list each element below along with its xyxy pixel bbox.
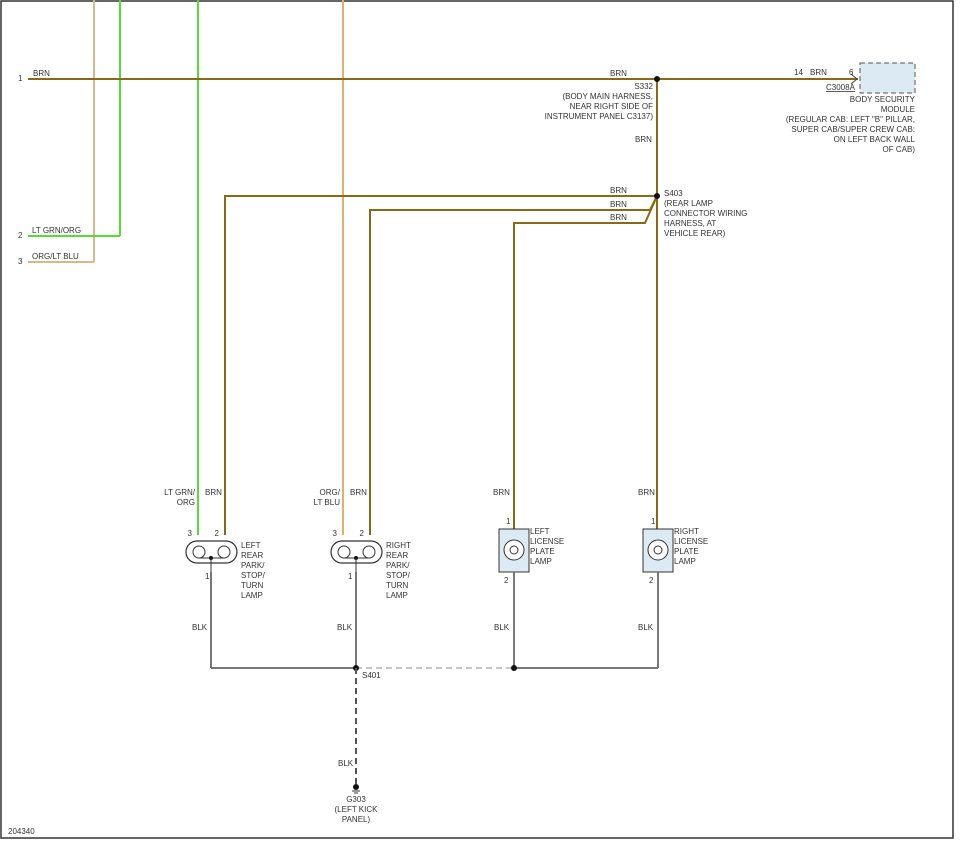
s403-id: S403 [664, 189, 683, 198]
right-rear-lamp-wire-right: BRN [350, 488, 367, 497]
right-rear-lamp: ORG/ LT BLU BRN 3 2 1 RIGHT REAR PARK/ S… [314, 488, 411, 632]
left-license-lamp-gnd-wire: BLK [494, 623, 510, 632]
left-license-lamp-name-1: LEFT [530, 527, 550, 536]
left-rear-lamp-pin-gnd: 1 [205, 572, 210, 581]
diagram-border [0, 0, 954, 839]
s332-wire-in-label: BRN [610, 69, 627, 78]
right-license-lamp-name-4: LAMP [674, 557, 696, 566]
right-license-lamp-name-2: LICENSE [674, 537, 708, 546]
right-license-lamp-wire: BRN [638, 488, 655, 497]
s403-wire-label-3: BRN [610, 213, 627, 222]
bsm-pin-left: 14 [794, 68, 803, 77]
figure-id: 204340 [8, 827, 35, 836]
right-rear-lamp-wire-left-1: ORG/ [320, 488, 341, 497]
left-rear-lamp-gnd-wire: BLK [192, 623, 208, 632]
right-rear-lamp-name-1: RIGHT [386, 541, 411, 550]
ground-point [353, 784, 359, 790]
s332-location-line-2: NEAR RIGHT SIDE OF [570, 102, 654, 111]
right-license-lamp-gnd-wire: BLK [638, 623, 654, 632]
right-license-plate-lamp: BRN 1 2 RIGHT LICENSE PLATE LAMP BLK [638, 488, 708, 632]
circuit-1-pin: 1 [18, 74, 23, 83]
bsm-wire-label: BRN [810, 68, 827, 77]
splice-s332 [654, 76, 660, 82]
left-rear-lamp-wire-left-1: LT GRN/ [164, 488, 196, 497]
right-rear-lamp-name-4: STOP/ [386, 571, 411, 580]
bsm-location-line-4: OF CAB) [883, 145, 916, 154]
s403-location-line-4: VEHICLE REAR) [664, 229, 726, 238]
right-rear-lamp-wire-left-2: LT BLU [314, 498, 341, 507]
right-rear-lamp-pin-b: 2 [360, 529, 365, 538]
right-license-lamp-pin-top: 1 [651, 517, 656, 526]
left-license-lamp-name-3: PLATE [530, 547, 555, 556]
wire-brn-branch-left-license [513, 195, 658, 530]
ground-wire-label: BLK [338, 759, 354, 768]
left-rear-lamp-name-3: PARK/ [241, 561, 265, 570]
left-license-lamp-wire: BRN [493, 488, 510, 497]
bsm-name-line-1: BODY SECURITY [850, 95, 916, 104]
circuit-2-pin: 2 [18, 231, 23, 240]
splice-s403 [654, 193, 660, 199]
left-rear-lamp: LT GRN/ ORG BRN 3 2 1 LEFT REAR PARK/ ST… [164, 488, 265, 632]
ground-location-1: (LEFT KICK [335, 805, 379, 814]
left-license-plate-lamp: BRN 1 2 LEFT LICENSE PLATE LAMP BLK [493, 488, 564, 632]
s332-location-line-1: (BODY MAIN HARNESS, [562, 92, 653, 101]
left-rear-lamp-name-5: TURN [241, 581, 263, 590]
bsm-location-line-3: ON LEFT BACK WALL [834, 135, 916, 144]
s403-location-line-2: CONNECTOR WIRING [664, 209, 747, 218]
left-rear-lamp-pin-b: 2 [215, 529, 220, 538]
left-rear-lamp-name-2: REAR [241, 551, 263, 560]
right-license-lamp-name-1: RIGHT [674, 527, 699, 536]
bsm-pin-right: 6 [849, 68, 854, 77]
left-license-lamp-pin-bottom: 2 [504, 576, 509, 585]
right-license-lamp-bulb [647, 539, 669, 561]
right-rear-lamp-name-5: TURN [386, 581, 408, 590]
left-license-lamp-bulb [503, 539, 525, 561]
right-rear-lamp-name-6: LAMP [386, 591, 408, 600]
left-rear-lamp-name-1: LEFT [241, 541, 261, 550]
right-rear-lamp-name-2: REAR [386, 551, 408, 560]
s403-location-line-1: (REAR LAMP [664, 199, 713, 208]
s403-wire-label-1: BRN [610, 186, 627, 195]
left-rear-lamp-name-4: STOP/ [241, 571, 266, 580]
right-rear-lamp-pin-a: 3 [333, 529, 338, 538]
circuit-3-label: ORG/LT BLU [32, 252, 79, 261]
circuit-3-pin: 3 [18, 257, 23, 266]
ground-location-2: PANEL) [342, 815, 371, 824]
left-rear-lamp-pin-a: 3 [188, 529, 193, 538]
left-rear-lamp-wire-right: BRN [205, 488, 222, 497]
right-rear-lamp-gnd-wire: BLK [337, 623, 353, 632]
circuit-1-label: BRN [33, 69, 50, 78]
bsm-location-line-1: (REGULAR CAB: LEFT "B" PILLAR, [786, 115, 915, 124]
s401-id: S401 [362, 671, 381, 680]
s403-wire-label-2: BRN [610, 200, 627, 209]
left-license-lamp-name-2: LICENSE [530, 537, 564, 546]
bsm-name-line-2: MODULE [881, 105, 915, 114]
ground-id: G303 [346, 795, 366, 804]
circuit-2-label: LT GRN/ORG [32, 226, 81, 235]
left-rear-lamp-wire-left-2: ORG [177, 498, 195, 507]
splice-license-ground [511, 665, 517, 671]
wire-brn-branch-left-rear [224, 195, 657, 535]
right-rear-lamp-name-3: PARK/ [386, 561, 410, 570]
left-rear-lamp-name-6: LAMP [241, 591, 263, 600]
s403-location-line-3: HARNESS, AT [664, 219, 716, 228]
s332-wire-down-label: BRN [635, 135, 652, 144]
bsm-location-line-2: SUPER CAB/SUPER CREW CAB: [791, 125, 915, 134]
right-license-lamp-pin-bottom: 2 [649, 576, 654, 585]
s332-location-line-3: INSTRUMENT PANEL C3137) [545, 112, 654, 121]
left-license-lamp-name-4: LAMP [530, 557, 552, 566]
right-rear-lamp-pin-gnd: 1 [348, 572, 353, 581]
body-security-module-box [859, 62, 916, 94]
bsm-connector-id: C3008A [826, 83, 856, 92]
s332-id: S332 [634, 82, 653, 91]
left-license-lamp-pin-top: 1 [506, 517, 511, 526]
bsm-connector-arrow [850, 73, 858, 85]
right-license-lamp-name-3: PLATE [674, 547, 699, 556]
